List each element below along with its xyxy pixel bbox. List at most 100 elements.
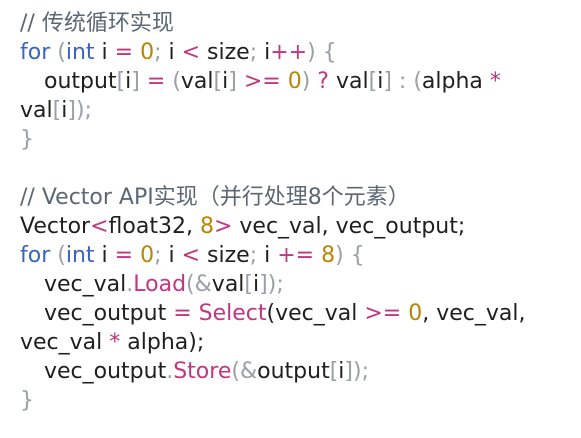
space: [133, 243, 140, 268]
var-i: i: [222, 69, 229, 94]
code-line-load: vec_val.Load(&val[i]);: [20, 270, 575, 299]
statement-end: );: [267, 272, 284, 297]
code-block: // 传统循环实现 for (int i = 0; i < size; i++)…: [20, 9, 575, 415]
code-line-output-continuation: val[i]);: [20, 96, 575, 125]
operator-greater-equal: >=: [364, 301, 402, 326]
operator-less-than: <: [181, 243, 201, 268]
operator-less-than: <: [90, 214, 109, 239]
var-i: i: [61, 98, 68, 123]
bracket-close: ]: [67, 98, 76, 123]
space: [281, 69, 288, 94]
var-vec-output: vec_output: [44, 359, 167, 384]
var-size: size: [200, 243, 250, 268]
bracket-close: ]: [131, 69, 140, 94]
statement-end: );: [75, 98, 92, 123]
number-zero: 0: [287, 69, 302, 94]
bracket-open: [: [368, 69, 378, 94]
number-zero: 0: [140, 40, 155, 65]
bracket-open: [: [244, 272, 254, 297]
keyword-for: for: [20, 243, 51, 268]
operator-assign: =: [114, 40, 134, 65]
code-line-comment-vector-api: // Vector API实现（并行处理8个元素）: [20, 185, 410, 210]
method-select: Select: [198, 301, 267, 326]
statement-end: );: [353, 359, 370, 384]
code-line-close-brace: }: [20, 127, 34, 152]
bracket-open: [: [329, 359, 339, 384]
var-alpha: alpha: [421, 69, 483, 94]
var-val: val: [20, 98, 53, 123]
operator-ternary: ?: [310, 69, 336, 94]
semicolon: ;: [249, 243, 258, 268]
var-i: i: [125, 69, 132, 94]
space: [237, 69, 244, 94]
code-line-comment-traditional: // 传统循环实现: [20, 11, 174, 36]
var-i: i: [94, 243, 115, 268]
var-alpha: alpha);: [120, 330, 205, 355]
keyword-int: int: [65, 40, 95, 65]
var-val: val: [335, 69, 369, 94]
bracket-close: ]: [259, 272, 268, 297]
space: [133, 40, 140, 65]
operator-less-than: <: [181, 40, 201, 65]
operator-multiply: *: [482, 69, 501, 94]
var-i: i: [338, 359, 345, 384]
semicolon: ;: [154, 243, 162, 268]
operator-assign: =: [114, 243, 134, 268]
var-output: output: [257, 359, 330, 384]
code-line-blank: [20, 154, 575, 183]
space: [140, 69, 147, 94]
operator-increment: ++: [270, 40, 308, 65]
number-eight: 8: [321, 243, 336, 268]
bracket-close: ]: [383, 69, 392, 94]
var-vec-val: vec_val: [44, 272, 127, 297]
paren-ampersand: (&: [231, 359, 258, 384]
operator-greater-than: >: [213, 214, 233, 239]
bracket-close: ]: [344, 359, 354, 384]
paren-ampersand: (&: [186, 272, 212, 297]
paren-close-brace-open: ) {: [335, 243, 365, 268]
bracket-open: [: [116, 69, 126, 94]
operator-assign: =: [173, 301, 192, 326]
operator-multiply: *: [109, 330, 121, 355]
var-vec-output: vec_output: [44, 301, 174, 326]
select-args: (vec_val: [266, 301, 365, 326]
paren-open: (: [50, 243, 66, 268]
operator-assign: =: [146, 69, 166, 94]
var-i: i: [257, 243, 278, 268]
dot: .: [126, 272, 134, 297]
colon-paren: : (: [391, 69, 422, 94]
number-zero: 0: [140, 243, 155, 268]
keyword-int: int: [65, 243, 95, 268]
var-vec-val: vec_val: [20, 330, 110, 355]
type-vector: Vector: [20, 214, 91, 239]
paren-open: (: [50, 40, 66, 65]
code-line-vector-decl: Vector<float32, 8> vec_val, vec_output;: [20, 212, 575, 241]
var-val: val: [211, 272, 245, 297]
operator-greater-equal: >=: [243, 69, 281, 94]
var-i: i: [377, 69, 384, 94]
type-float32: float32,: [108, 214, 200, 239]
var-i: i: [253, 272, 260, 297]
method-load: Load: [133, 272, 187, 297]
paren-close-brace-open: ) {: [307, 40, 337, 65]
bracket-open: [: [213, 69, 223, 94]
code-line-select-continuation: vec_val * alpha);: [20, 328, 575, 357]
var-val: val: [180, 69, 214, 94]
number-eight: 8: [199, 214, 214, 239]
vector-variables: vec_val, vec_output;: [232, 214, 466, 239]
var-i: i: [161, 40, 182, 65]
method-store: Store: [173, 359, 232, 384]
var-i: i: [257, 40, 271, 65]
dot: .: [166, 359, 174, 384]
var-output: output: [44, 69, 117, 94]
var-i: i: [94, 40, 115, 65]
keyword-for: for: [20, 40, 51, 65]
var-i: i: [161, 243, 182, 268]
code-line-select: vec_output = Select(vec_val >= 0, vec_va…: [20, 299, 575, 328]
code-line-for-loop: for (int i = 0; i < size; i++) {: [20, 38, 575, 67]
select-args-rest: , vec_val,: [422, 301, 526, 326]
code-line-store: vec_output.Store(&output[i]);: [20, 357, 575, 386]
paren-close: ): [301, 69, 311, 94]
number-zero: 0: [408, 301, 423, 326]
bracket-close: ]: [228, 69, 237, 94]
